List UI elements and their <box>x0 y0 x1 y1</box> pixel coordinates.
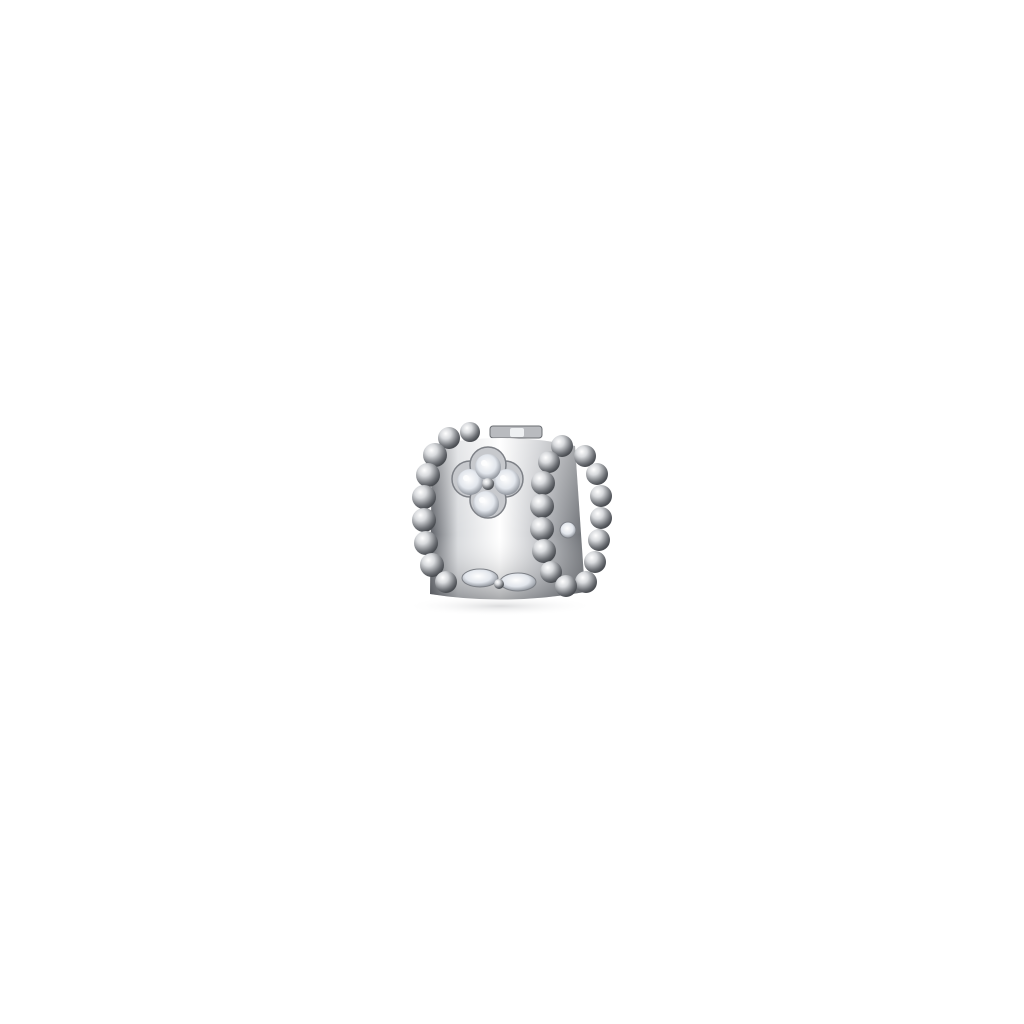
floor-shadow <box>405 596 595 616</box>
right-bead-ring <box>530 435 577 597</box>
bottom-clover-motif <box>461 568 537 592</box>
left-bead-ring <box>412 422 480 593</box>
clasp <box>489 425 543 439</box>
side-clover <box>559 521 577 539</box>
clover-motif <box>451 446 524 519</box>
back-bead-ring <box>574 445 612 593</box>
